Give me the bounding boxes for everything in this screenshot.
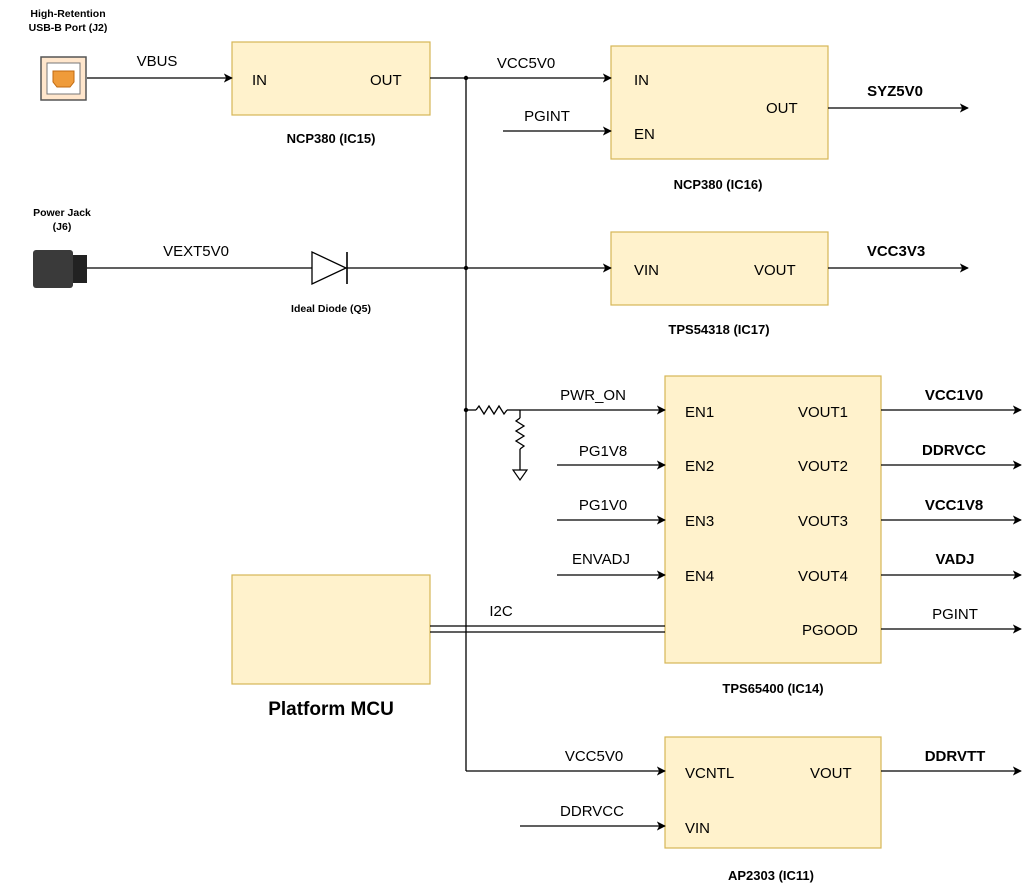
ic14-pin-en2: EN2 [685,458,714,475]
vcc3v3-net-label: VCC3V3 [867,243,925,260]
pgint-en-net-label: PGINT [524,108,570,125]
ic14-pin-vout2: VOUT2 [798,458,848,475]
ic16-pin-in: IN [634,72,649,89]
vcc1v0-net-label: VCC1V0 [925,387,983,404]
ic17-caption: TPS54318 (IC17) [668,322,769,337]
ic17-pin-vout: VOUT [754,262,796,279]
junction-dot [463,75,469,81]
ic14-pin-vout3: VOUT3 [798,513,848,530]
usb-b-port-icon [40,56,87,101]
vext5v0-net-label: VEXT5V0 [163,243,229,260]
resistor-divider-icon [466,404,529,482]
ic11-pin-vcntl: VCNTL [685,765,734,782]
ic17-pin-vin: VIN [634,262,659,279]
ic15-caption: NCP380 (IC15) [287,131,376,146]
ic14-caption: TPS65400 (IC14) [722,681,823,696]
platform-mcu-caption: Platform MCU [268,699,394,720]
pgint-out-net-label: PGINT [932,606,978,623]
pg1v0-net-label: PG1V0 [579,497,627,514]
power-jack-label-line2: (J6) [53,221,72,233]
ic14-pin-en3: EN3 [685,513,714,530]
ic15-block: IN OUT NCP380 (IC15) [231,41,431,146]
syz5v0-net-label: SYZ5V0 [867,83,923,100]
ic14-block: EN1 EN2 EN3 EN4 VOUT1 VOUT2 VOUT3 VOUT4 … [664,375,882,696]
vbus-net-label: VBUS [137,53,178,70]
ic16-caption: NCP380 (IC16) [674,177,763,192]
usb-port-label-line2: USB-B Port (J2) [29,22,108,34]
ic16-pin-en: EN [634,126,655,143]
ic16-block: IN EN OUT NCP380 (IC16) [610,45,829,192]
ddrvcc-vin-net-label: DDRVCC [560,803,624,820]
ic11-pin-vin: VIN [685,820,710,837]
ic15-pin-out: OUT [370,72,402,89]
pg1v8-net-label: PG1V8 [579,443,627,460]
ic14-pin-vout1: VOUT1 [798,404,848,421]
vcc5v0-vcntl-net-label: VCC5V0 [565,748,623,765]
vadj-net-label: VADJ [936,551,975,568]
ic11-pin-vout: VOUT [810,765,852,782]
power-jack-label-line1: Power Jack [33,207,91,219]
vcc1v8-net-label: VCC1V8 [925,497,983,514]
power-jack-icon [33,250,87,288]
ic16-pin-out: OUT [766,100,798,117]
ddrvcc-out-net-label: DDRVCC [922,442,986,459]
usb-port-label-line1: High-Retention [30,8,105,20]
ic17-block: VIN VOUT TPS54318 (IC17) [610,231,829,337]
envadj-net-label: ENVADJ [572,551,630,568]
i2c-net-label: I2C [489,603,513,620]
ic14-pin-en4: EN4 [685,568,714,585]
ic11-caption: AP2303 (IC11) [728,868,814,883]
platform-mcu-block: Platform MCU [231,574,431,720]
pwr-on-net-label: PWR_ON [560,387,626,404]
ic14-pin-en1: EN1 [685,404,714,421]
ideal-diode-label: Ideal Diode (Q5) [291,303,371,315]
ic14-pin-vout4: VOUT4 [798,568,848,585]
ic14-pin-pgood: PGOOD [802,622,858,639]
ic11-block: VCNTL VIN VOUT AP2303 (IC11) [664,736,882,883]
ddrvtt-net-label: DDRVTT [925,748,986,765]
ideal-diode-icon [311,250,348,286]
vcc5v0-net-label: VCC5V0 [497,55,555,72]
ic15-pin-in: IN [252,72,267,89]
